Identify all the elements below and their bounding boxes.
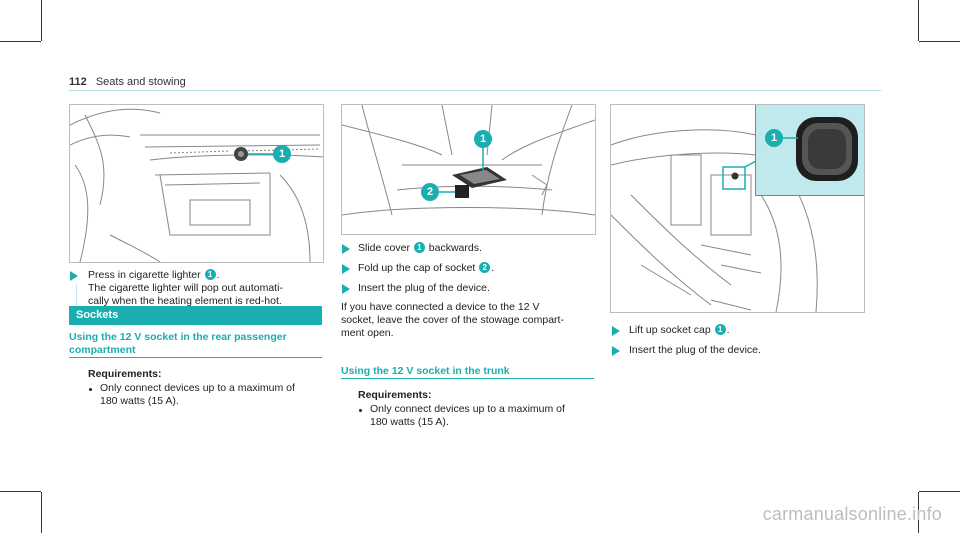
step-arrow-icon [612, 346, 620, 356]
figure-cigarette-lighter: 1 [69, 104, 324, 263]
step-arrow-icon [342, 284, 350, 294]
step-insert-plug: Insert the plug of the device. [629, 344, 761, 356]
requirements-label: Requirements: [358, 389, 432, 401]
rear-console-illustration [342, 105, 595, 216]
section-heading-sockets: Sockets [69, 306, 322, 325]
subheading-trunk-socket: Using the 12 V socket in the trunk [341, 365, 510, 377]
page-header: 112 Seats and stowing [69, 76, 186, 88]
step-slide-cover: Slide cover 1 backwards. [358, 242, 482, 254]
step-arrow-icon [342, 264, 350, 274]
detail-inset: 1 [755, 105, 864, 196]
inline-callout-1: 1 [413, 242, 425, 253]
inline-callout-1: 1 [204, 269, 216, 280]
requirement-item: Only connect devices up to a maximum of … [100, 382, 295, 407]
step-lighter: Press in cigarette lighter 1. The cigare… [88, 269, 283, 307]
figure-trunk-socket: 1 [610, 104, 865, 313]
watermark: carmanualsonline.info [762, 504, 942, 524]
bullet-icon [89, 388, 92, 391]
callout-1: 1 [765, 129, 783, 147]
requirements-label: Requirements: [88, 368, 162, 380]
step-arrow-icon [70, 271, 78, 281]
crop-mark [919, 41, 960, 42]
section-title: Seats and stowing [95, 76, 186, 88]
header-divider [69, 90, 881, 91]
crop-mark [41, 492, 42, 533]
inline-callout-2: 2 [479, 262, 491, 273]
subheading-rule [69, 357, 322, 358]
step-arrow-icon [612, 326, 620, 336]
figure-rear-socket: 1 2 [341, 104, 596, 235]
step-arrow-icon [342, 244, 350, 254]
step-accent-line [76, 284, 77, 310]
cigarette-lighter-illustration [70, 108, 323, 262]
crop-mark [41, 0, 42, 41]
step-insert-plug: Insert the plug of the device. [358, 282, 490, 294]
bullet-icon [359, 409, 362, 412]
requirement-item: Only connect devices up to a maximum of … [370, 403, 565, 428]
step-fold-cap: Fold up the cap of socket 2. [358, 262, 495, 274]
page-number: 112 [69, 76, 87, 88]
socket-cap-icon [782, 117, 858, 181]
callout-1: 1 [474, 130, 492, 148]
subheading-rear-socket: Using the 12 V socket in the rear passen… [69, 331, 287, 356]
crop-mark [0, 41, 41, 42]
crop-mark [919, 491, 960, 492]
crop-mark [0, 491, 41, 492]
crop-mark [918, 492, 919, 533]
callout-2: 2 [421, 183, 439, 201]
trunk-illustration [611, 129, 818, 312]
crop-mark [918, 0, 919, 41]
inline-callout-1: 1 [714, 324, 726, 335]
subheading-rule [341, 378, 594, 379]
step-lift-cap: Lift up socket cap 1. [629, 324, 730, 336]
note-paragraph: If you have connected a device to the 12… [341, 301, 564, 339]
callout-1: 1 [273, 145, 291, 163]
